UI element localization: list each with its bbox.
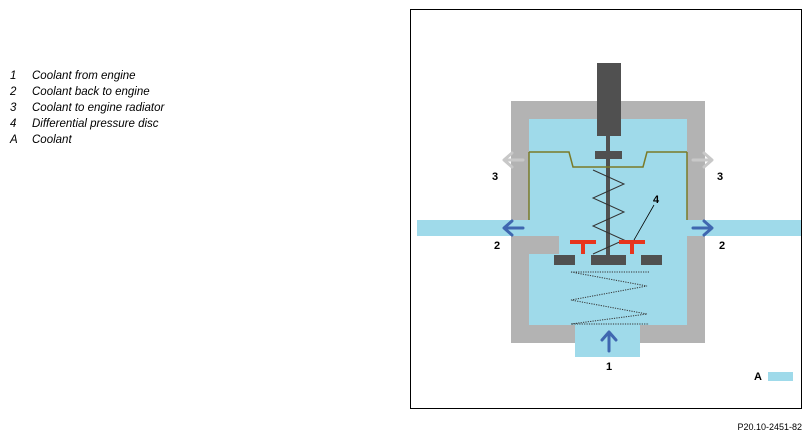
upper-valve-plate <box>595 151 622 159</box>
left-radiator-arrow-icon <box>502 151 525 169</box>
lower-neck-passage <box>559 236 687 254</box>
legend-label: Coolant back to engine <box>32 86 150 98</box>
legend-key: 2 <box>10 86 17 98</box>
legend-key: 3 <box>10 102 17 114</box>
figure-code: P20.10-2451-82 <box>737 422 802 432</box>
legend-key: 1 <box>10 70 17 82</box>
upper-seal-line <box>529 151 687 168</box>
return-right-callout: 2 <box>719 240 725 252</box>
legend-item-2: 2 Coolant back to engine <box>10 84 250 100</box>
legend-label: Coolant to engine radiator <box>32 102 165 114</box>
legend-item-4: 4 Differential pressure disc <box>10 116 250 132</box>
coolant-key-swatch <box>768 372 793 381</box>
legend-item-a: A Coolant <box>10 132 250 148</box>
radiator-outlet-left-callout: 3 <box>492 171 498 183</box>
inlet-arrow-icon <box>600 330 618 353</box>
right-return-arrow-icon <box>691 219 714 237</box>
thermostat-rod-housing <box>597 63 621 136</box>
coolant-key-label: A <box>754 371 762 383</box>
left-return-channel <box>417 220 529 236</box>
lower-valve-plate-right <box>641 255 662 265</box>
inlet-callout: 1 <box>606 361 612 373</box>
legend-label: Differential pressure disc <box>32 118 159 130</box>
legend: 1 Coolant from engine 2 Coolant back to … <box>10 68 250 148</box>
pressure-disc-left <box>570 240 596 254</box>
left-return-arrow-icon <box>502 219 525 237</box>
legend-label: Coolant from engine <box>32 70 136 82</box>
pressure-disc-leader <box>633 204 655 241</box>
return-left-callout: 2 <box>494 240 500 252</box>
legend-item-1: 1 Coolant from engine <box>10 68 250 84</box>
thermostat-diagram-frame: 3 3 4 2 2 1 A <box>410 9 802 409</box>
pressure-disc-right <box>619 240 645 254</box>
lower-coolant-chamber <box>529 254 687 325</box>
pressure-disc-callout: 4 <box>653 194 660 206</box>
legend-label: Coolant <box>32 134 72 146</box>
right-radiator-arrow-icon <box>691 151 714 169</box>
radiator-outlet-right-callout: 3 <box>717 171 723 183</box>
right-return-channel <box>687 220 801 236</box>
lower-spring <box>570 271 649 325</box>
legend-key: A <box>10 134 18 146</box>
legend-item-3: 3 Coolant to engine radiator <box>10 100 250 116</box>
lower-valve-plate-left <box>554 255 575 265</box>
legend-key: 4 <box>10 118 17 130</box>
lower-valve-plate-center <box>591 255 626 265</box>
thermostat-stem <box>606 136 610 262</box>
thermostat-diagram: 3 3 4 2 2 1 A <box>417 63 801 383</box>
